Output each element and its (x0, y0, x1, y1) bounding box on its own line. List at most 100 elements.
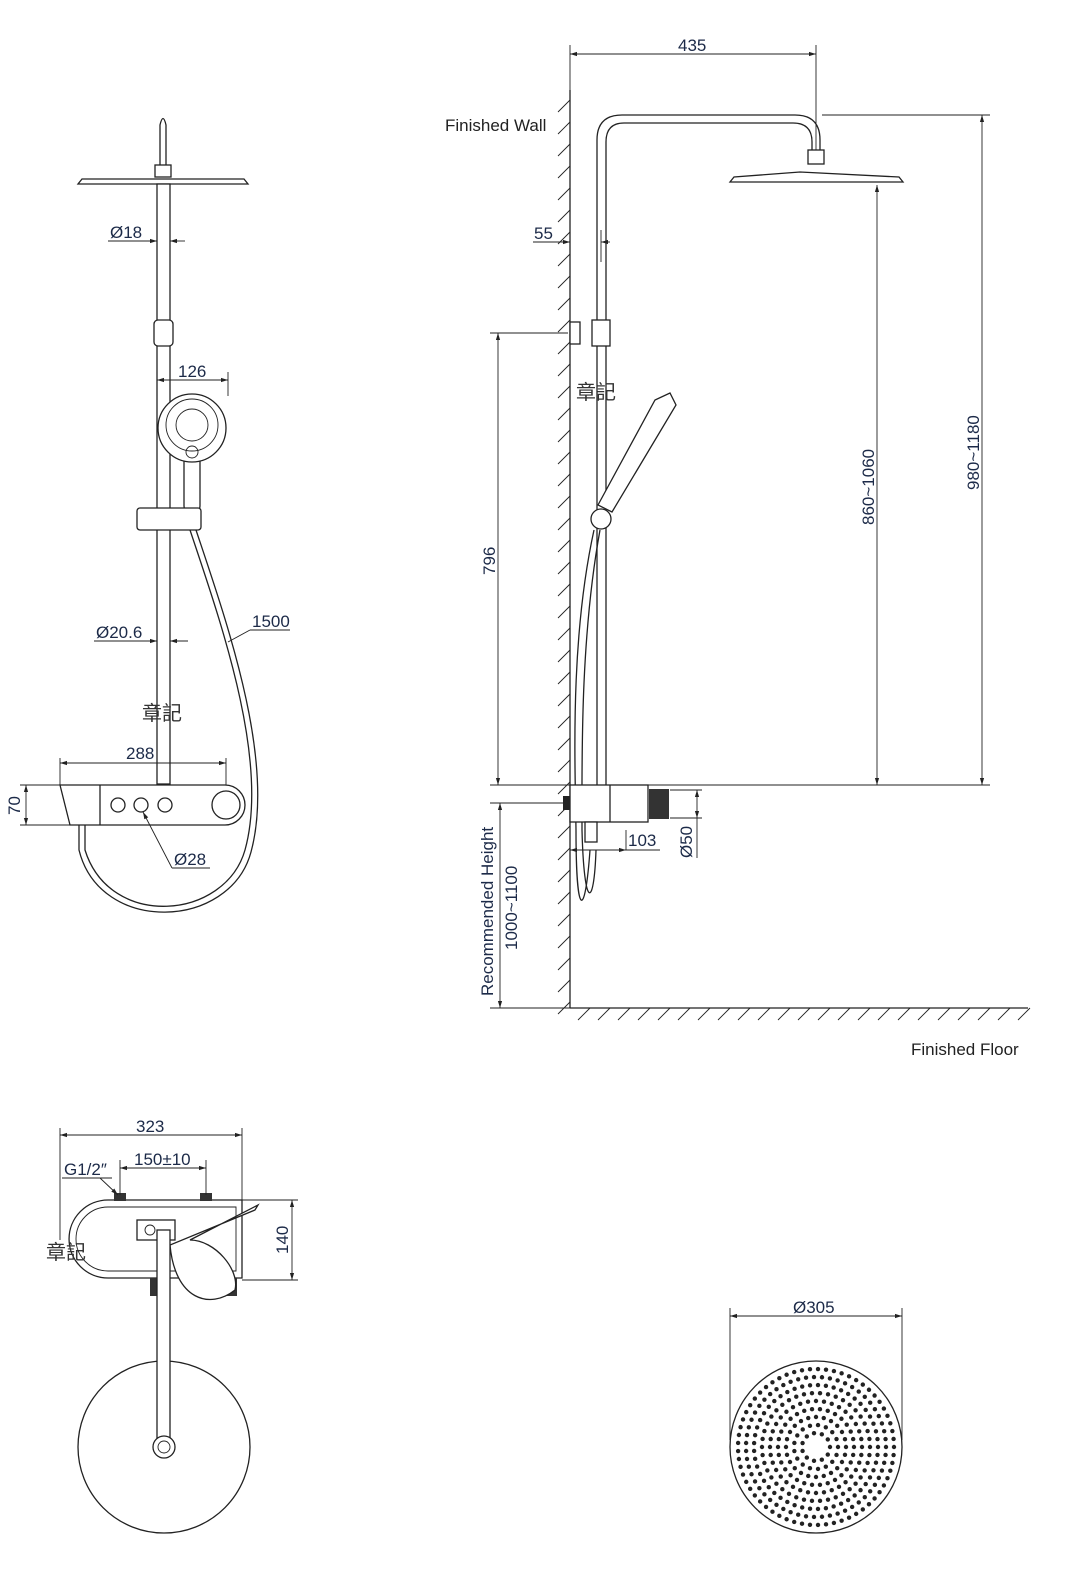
nozzle-dot (873, 1460, 879, 1465)
nozzle-dot (811, 1430, 817, 1436)
nozzle-dot (827, 1376, 833, 1381)
wall-hatch-line (557, 715, 571, 729)
wall-bracket-side (591, 319, 611, 347)
button-1-icon (110, 797, 126, 813)
nozzle-dot (795, 1456, 800, 1461)
dim-top-view-width: 323 (136, 1117, 164, 1136)
nozzle-dot (867, 1436, 872, 1442)
nozzle-dot (765, 1468, 770, 1473)
nozzle-dot (849, 1384, 855, 1390)
nozzle-dot (846, 1374, 852, 1379)
nozzle-dot (833, 1394, 838, 1399)
wall-hatch-line (557, 891, 571, 905)
dim-mixer-depth: 103 (628, 831, 656, 850)
nozzle-dot (871, 1468, 876, 1473)
nozzle-dot (867, 1414, 873, 1419)
side-dimensions: 435 Finished Wall 55 796 860~1060 980~11… (445, 36, 1019, 1059)
nozzle-dot (883, 1452, 888, 1458)
nozzle-dot (803, 1514, 809, 1519)
nozzle-dot (865, 1428, 870, 1434)
nozzle-dot (792, 1502, 797, 1508)
wall-hatch-line (557, 121, 571, 135)
nozzle-dot (830, 1459, 835, 1465)
nozzle-dot (844, 1422, 849, 1427)
floor-hatch-line (617, 1007, 631, 1021)
head-face-view: Ø305 (729, 1298, 903, 1534)
nozzle-dot (778, 1415, 783, 1420)
nozzle-dot (836, 1404, 842, 1410)
nozzle-dot (754, 1464, 760, 1469)
nozzle-dot (831, 1504, 836, 1509)
nozzle-dot (799, 1368, 805, 1373)
dim-mixer-height: 70 (5, 796, 24, 815)
wall-hatch-line (557, 319, 571, 333)
head-connector (154, 164, 172, 178)
mixer-side (569, 784, 649, 823)
nozzle-dot (770, 1509, 775, 1514)
floor-hatch-line (657, 1007, 671, 1021)
wall-hatch-line (557, 253, 571, 267)
arm-top (156, 1229, 171, 1441)
nozzle-dot (825, 1437, 830, 1442)
top-view: 章記 (46, 1193, 260, 1534)
nozzle-dot (815, 1422, 821, 1428)
nozzle-dot (752, 1479, 758, 1484)
nozzle-dot (738, 1464, 743, 1470)
head-connector-side (807, 149, 825, 165)
nozzle-dot (792, 1448, 797, 1454)
nozzle-dot (766, 1484, 771, 1490)
nozzle-dot (781, 1506, 786, 1512)
floor-hatch-line (577, 1007, 591, 1021)
dim-inlet-spacing: 150±10 (134, 1150, 191, 1169)
nozzle-dot (890, 1460, 895, 1466)
nozzle-dot (849, 1415, 854, 1420)
wall-hatch-line (557, 165, 571, 179)
nozzle-dot (794, 1394, 799, 1399)
nozzle-dot (804, 1455, 810, 1460)
nozzle-dot (867, 1400, 873, 1405)
nozzle-dot (849, 1504, 855, 1510)
nozzle-dot (813, 1414, 819, 1420)
nozzle-dot (761, 1478, 767, 1484)
nozzle-dot (809, 1482, 815, 1487)
nozzle-dot (770, 1429, 775, 1434)
wall-hatch-line (557, 517, 571, 531)
nozzle-dot (862, 1394, 867, 1400)
nozzle-dot (807, 1522, 813, 1527)
nozzle-dot (805, 1399, 811, 1404)
nozzle-dot (778, 1474, 783, 1479)
wall-hatch-line (557, 143, 571, 157)
nozzle-dot (842, 1437, 848, 1442)
nozzle-dot (799, 1521, 805, 1526)
nozzle-dot (788, 1379, 793, 1384)
floor-hatch-line (677, 1007, 691, 1021)
nozzle-dot (823, 1383, 829, 1388)
nozzle-dot (850, 1452, 856, 1458)
nozzle-dot (787, 1429, 793, 1435)
nozzle-dot (767, 1497, 773, 1503)
nozzle-dot (830, 1429, 835, 1435)
nozzle-dot (881, 1406, 887, 1411)
nozzle-dot (807, 1367, 813, 1372)
nozzle-dot (891, 1452, 896, 1458)
nozzle-dot (835, 1511, 840, 1516)
dim-handshower-width: 126 (178, 362, 206, 381)
dim-top-width: 435 (678, 36, 706, 55)
thermostat-knob (211, 790, 241, 820)
nozzle-dot (875, 1452, 880, 1458)
nozzle-dot (809, 1390, 815, 1396)
nozzle-dot (866, 1502, 872, 1507)
nozzle-dot (815, 1522, 821, 1528)
nozzle-dot (821, 1399, 827, 1404)
nozzle-dot (835, 1378, 840, 1383)
nozzle-dot (740, 1472, 746, 1477)
nozzle-dot (876, 1475, 882, 1481)
nozzle-dot (827, 1513, 833, 1518)
nozzle-dot (768, 1452, 773, 1458)
nozzle-dot (784, 1409, 789, 1414)
wall-hatch-line (557, 297, 571, 311)
floor-hatch-line (737, 1007, 751, 1021)
wall-hatch-line (557, 737, 571, 751)
nozzle-dot (858, 1487, 863, 1493)
